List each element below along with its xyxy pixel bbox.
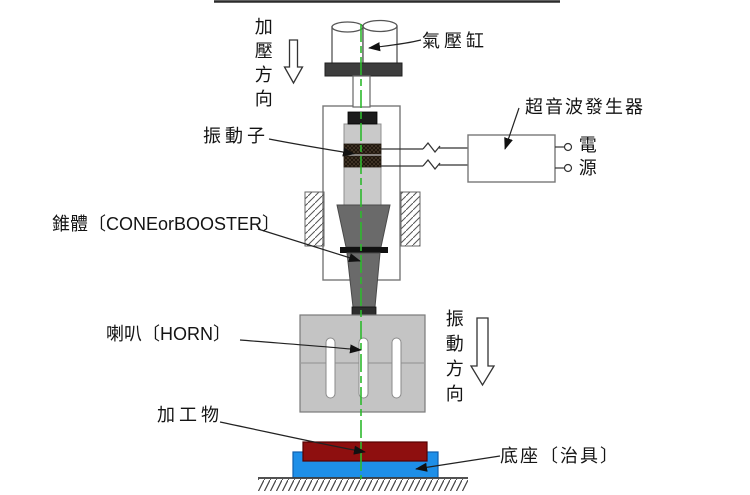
leader-vibrator [268,138,355,157]
horn-block [299,314,426,413]
leader-cone [257,228,361,263]
base-fixture-label: 底座〔治具〕 [500,446,620,466]
leader-generator [504,107,520,150]
piezo-band-upper [343,143,382,155]
leader-air-cylinder [368,39,422,52]
pressure-direction-label: 加壓方向 [252,17,273,113]
pressure-down-arrow [283,39,304,85]
cone-booster-label: 錐體〔CONEorBOOSTER〕 [52,214,281,234]
generator-box [467,134,573,183]
leader-horn [239,339,362,354]
mount-block-left [304,191,325,247]
piezo-band-lower [343,155,382,168]
generator-label: 超音波發生器 [525,97,645,117]
air-cylinder-label: 氣壓缸 [422,31,488,51]
vibration-direction-label: 振動方向 [443,309,464,409]
workpiece-label: 加工物 [157,405,223,425]
power-source-label: 電源 [576,135,597,181]
leader-lines [219,39,520,472]
horn-slot [391,337,402,399]
leader-base [415,455,501,472]
power-terminal-lower [563,163,573,173]
leader-workpiece [219,421,366,455]
wires [381,141,468,171]
ground-hatch [258,477,468,491]
air-cylinder [331,19,398,65]
booster-cone [336,204,391,317]
horn-slot [325,337,336,399]
vibrator-label: 振動子 [203,126,269,146]
transducer [343,111,382,206]
direction-arrows [283,39,496,387]
horn-label: 喇叭〔HORN〕 [106,324,231,344]
power-terminal-upper [563,142,573,152]
vibration-down-arrow [469,317,496,387]
flange-plate [324,62,403,77]
mount-block-right [400,191,421,247]
